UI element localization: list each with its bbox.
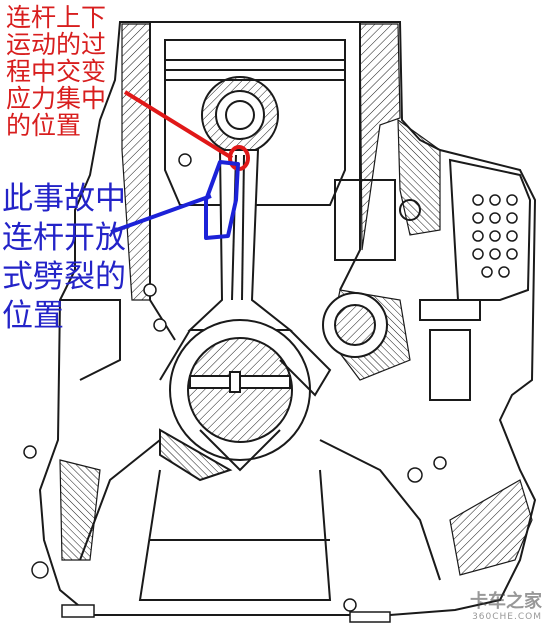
hatched-sections <box>59 23 533 576</box>
split-location-label: 此事故中 连杆开放 式劈裂的 位置 <box>2 180 126 336</box>
blue-label-line: 此事故中 <box>2 181 126 217</box>
blue-label-line: 式劈裂的 <box>2 259 126 295</box>
camshaft <box>322 292 388 358</box>
red-leader-line <box>123 90 234 160</box>
red-label-line: 程中交变 <box>6 57 107 86</box>
crank-big-end <box>159 319 332 482</box>
stress-concentration-label: 连杆上下 运动的过 程中交变 应力集中 的位置 <box>6 4 106 139</box>
connecting-rod <box>187 149 293 331</box>
watermark-name: 卡车之家 <box>470 591 542 612</box>
pump-ports <box>472 194 518 278</box>
wrist-pin <box>201 76 279 154</box>
site-watermark: 卡车之家 360CHE.COM <box>470 591 542 623</box>
bolts <box>23 153 447 623</box>
blue-leader-line <box>110 194 212 234</box>
red-label-line: 应力集中 <box>6 84 107 113</box>
split-location-marker <box>110 160 240 240</box>
red-label-line: 运动的过 <box>6 30 107 59</box>
blue-label-line: 连杆开放 <box>2 220 126 256</box>
red-label-line: 连杆上下 <box>6 3 107 32</box>
watermark-url: 360CHE.COM <box>472 612 542 622</box>
blue-outline-marker <box>204 160 240 240</box>
blue-label-line: 位置 <box>2 298 64 334</box>
fuel-injection-pump <box>399 158 532 401</box>
red-label-line: 的位置 <box>6 111 82 140</box>
oil-pan <box>138 469 332 601</box>
